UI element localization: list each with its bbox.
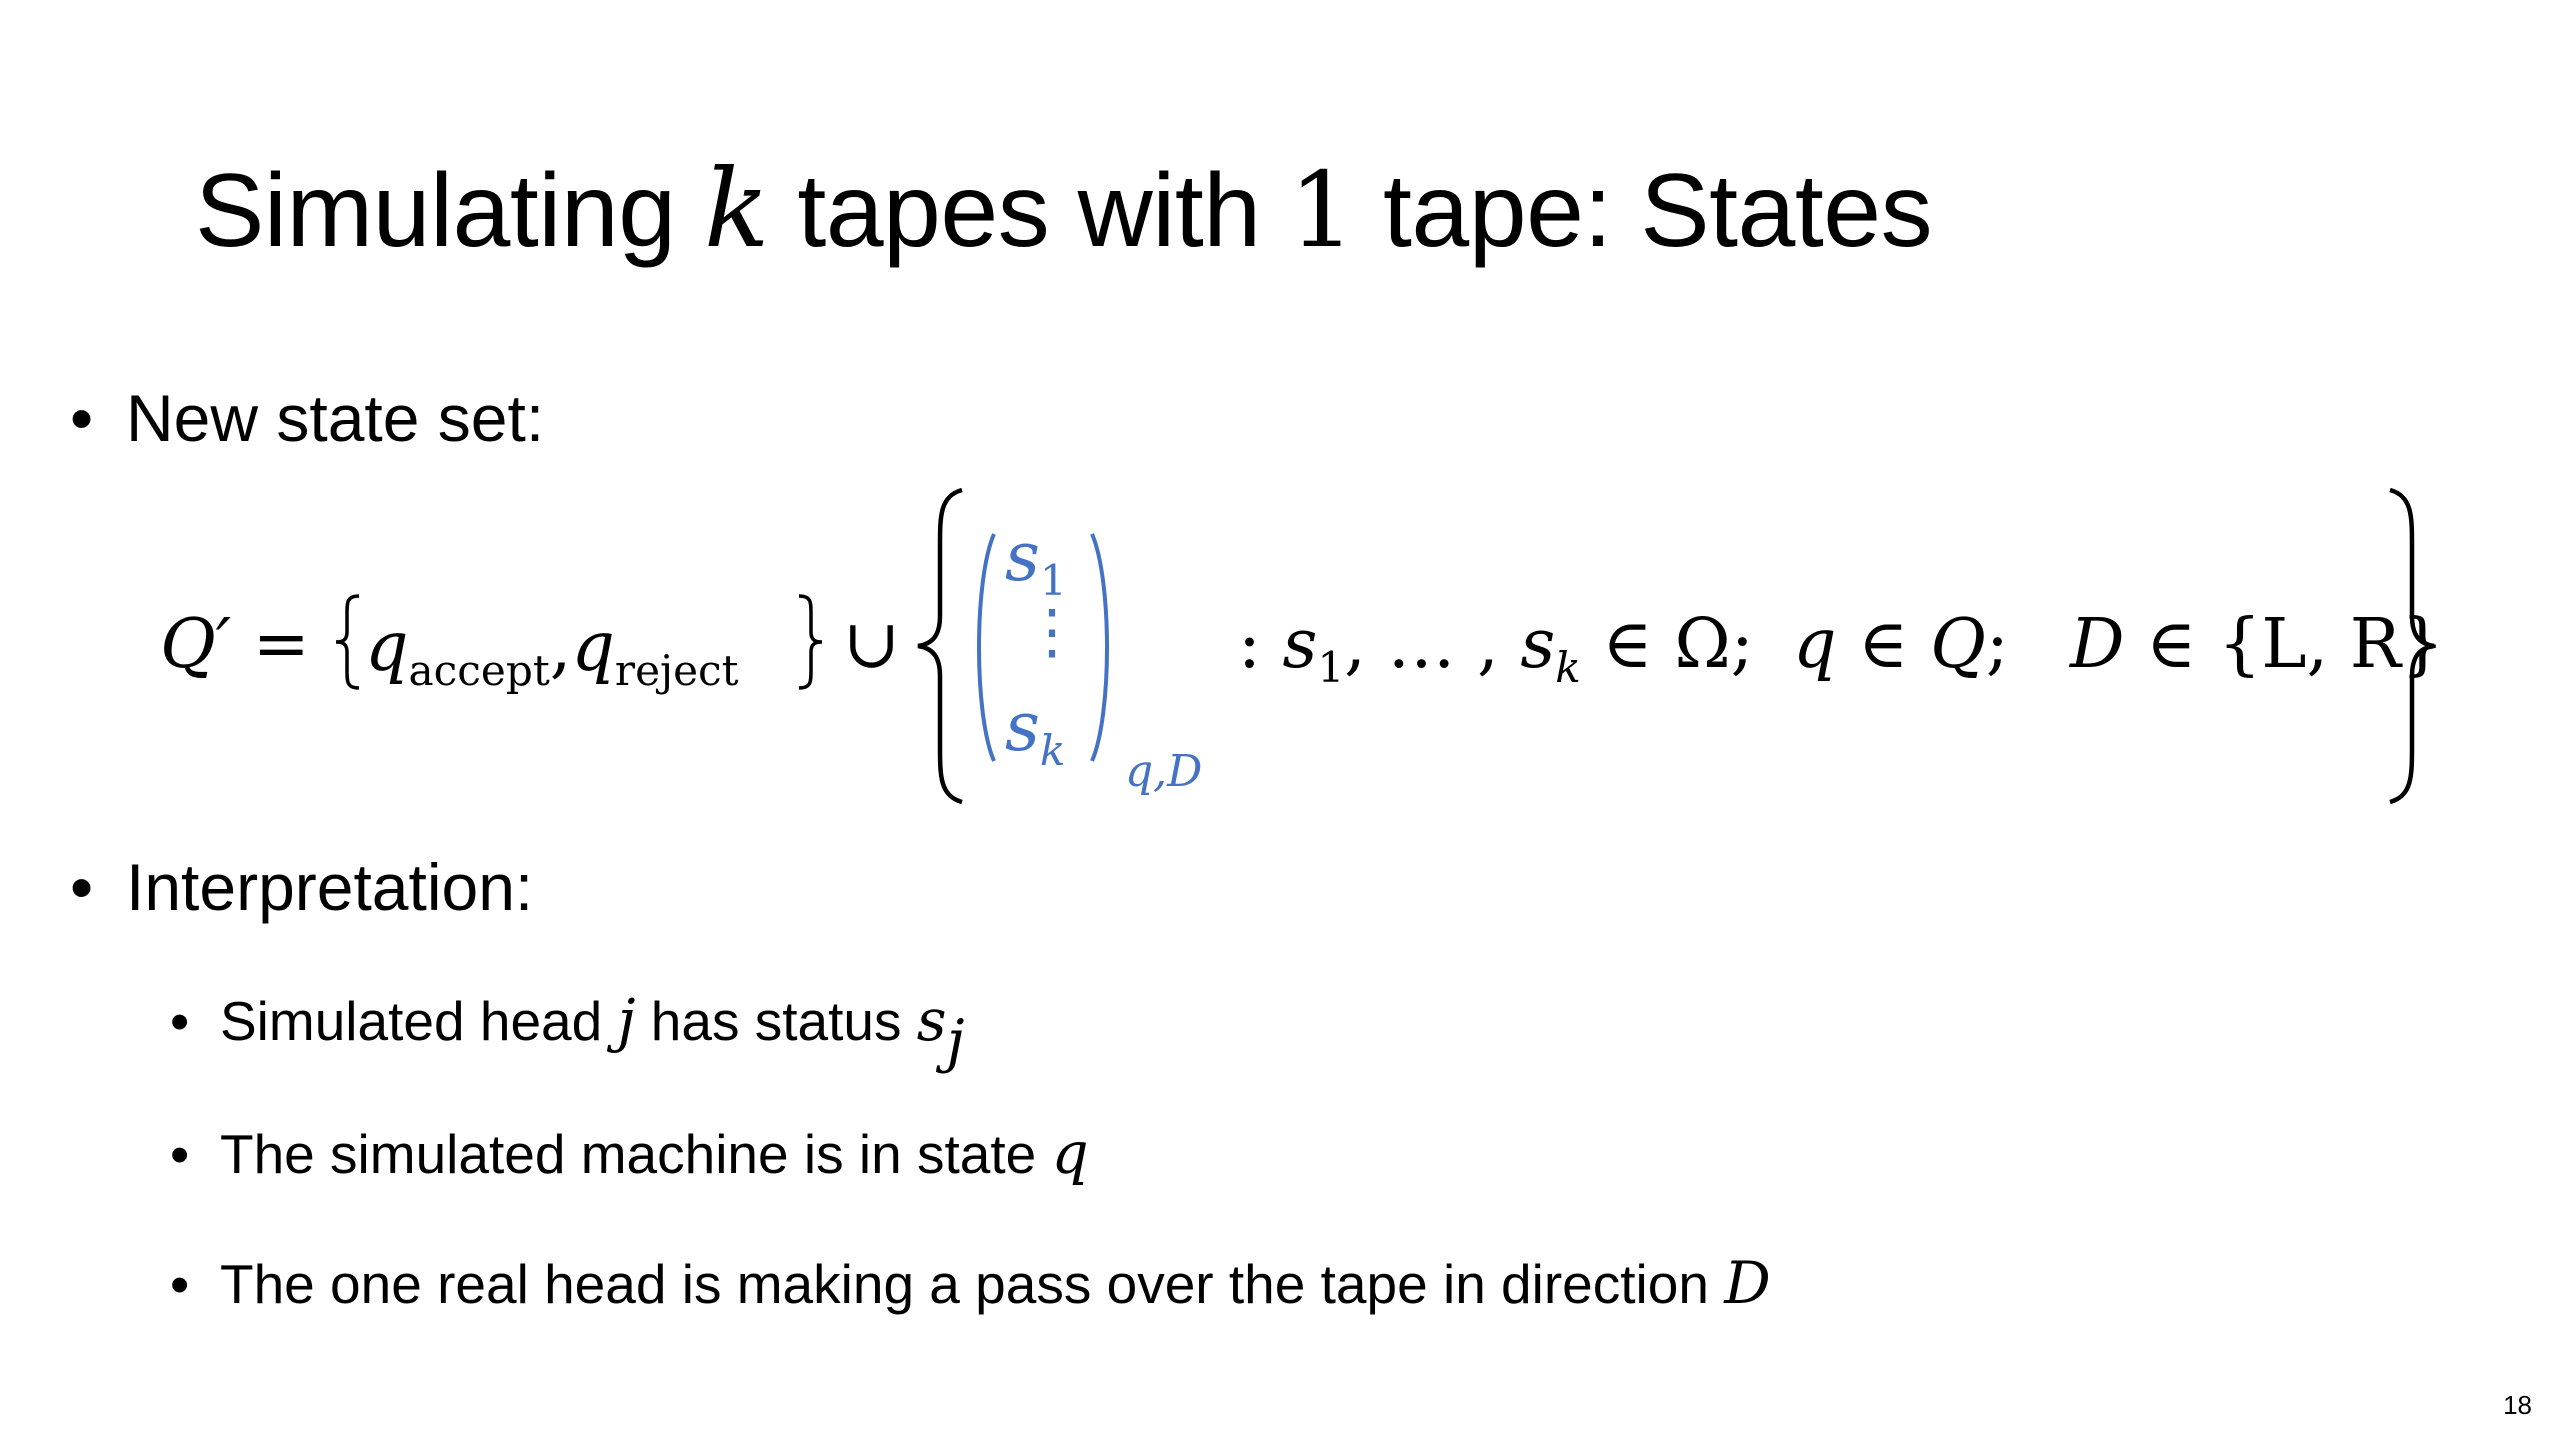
bullet-label: Interpretation: [126, 850, 534, 924]
sub-bullet-text: Simulated head [220, 990, 618, 1052]
sub-bullet-text: The simulated machine is in state [220, 1123, 1052, 1185]
vector-s1: s [1005, 518, 1040, 597]
page-number: 18 [2503, 1390, 2532, 1420]
var-s-sub-j: j [946, 1006, 965, 1075]
sub-bullet-dot: • [170, 1123, 190, 1185]
bullet-dot: • [70, 381, 94, 455]
vector-sk: s [1005, 688, 1040, 767]
title-var-k: k [703, 147, 769, 272]
var-D: D [1724, 1249, 1771, 1317]
formula-condition: : s1, … , sk ∈ Ω; [1238, 605, 1754, 708]
accept-subscript: accept [408, 645, 550, 695]
var-j: j [617, 986, 636, 1054]
var-s: s [916, 986, 947, 1054]
title-text-2: tapes with [768, 153, 1289, 269]
vector-bottom: sk [1005, 688, 1065, 791]
vector-paren-left [977, 533, 996, 762]
q-accept-var: q [365, 608, 409, 687]
reject-subscript: reject [614, 645, 739, 695]
bullet-dot: • [70, 850, 94, 924]
union-glyph: ∪ [843, 605, 900, 684]
cond-q: q [1793, 605, 1837, 684]
vector-s1-sub: 1 [1039, 555, 1067, 605]
qd-label: q,D [1125, 746, 1203, 797]
q-reject-var: q [571, 608, 615, 687]
cond-sk-sub: k [1555, 642, 1581, 692]
formula-accept-reject: qaccept,qreject [365, 608, 739, 711]
sub-bullet-direction: • The one real head is making a pass over… [170, 1248, 1771, 1319]
cond-D: D [2070, 605, 2125, 684]
title-text-1: Simulating [195, 153, 704, 269]
left-brace-large [917, 487, 963, 805]
bullet-interpretation: • Interpretation: [70, 847, 533, 927]
vdots: ⋮ [1022, 597, 1082, 667]
formula-condition-q: q ∈ Q; [1793, 605, 2009, 685]
cond-Q: Q [1930, 605, 1986, 684]
bullet-label: New state set: [126, 381, 545, 455]
formula-lhs: Q′ = [160, 605, 310, 685]
formula-condition-d: D ∈ {L, R} [2070, 605, 2444, 685]
comma: , [549, 608, 572, 687]
vector-paren-right [1090, 533, 1109, 762]
cond-in-lr: ∈ {L, R} [2124, 605, 2445, 684]
vector-subscript-qd: q,D [1125, 732, 1202, 812]
cond-in: ∈ [1836, 605, 1931, 684]
sub-bullet-dot: • [170, 990, 190, 1052]
sub-bullet-head-status: •Simulated head j has status sj [170, 985, 965, 1075]
cond-s1-sub: 1 [1317, 642, 1345, 692]
cond-in-omega: ∈ Ω; [1580, 605, 1754, 684]
title-num-1: 1 [1288, 149, 1355, 271]
sub-bullet-dot: • [170, 1253, 190, 1315]
cond-ellipsis: , … , [1344, 605, 1521, 684]
cond-s1: s [1282, 605, 1318, 684]
slide-title: Simulating k tapes with 1 tape: States [195, 147, 1933, 272]
bullet-new-state-set: • New state set: [70, 378, 544, 458]
left-brace-small [335, 594, 360, 690]
sub-bullet-text-mid: has status [635, 990, 917, 1052]
state-set-formula: Q′ = qaccept,qreject ∪ s1 ⋮ sk q,D : s1,… [0, 470, 2560, 820]
vector-dots: ⋮ [1022, 592, 1082, 672]
union-symbol: ∪ [843, 605, 900, 685]
colon: : [1238, 605, 1261, 684]
right-brace-small [798, 594, 823, 690]
sub-bullet-text: The one real head is making a pass over … [220, 1253, 1725, 1315]
cond-semicolon: ; [1985, 605, 2009, 684]
cond-sk: s [1520, 605, 1556, 684]
title-text-3: tape: States [1354, 153, 1933, 269]
vector-sk-sub: k [1039, 725, 1066, 775]
vector-top: s1 [1005, 518, 1067, 621]
formula-q-prime-eq: Q′ = [160, 605, 310, 684]
right-brace-large [2389, 487, 2435, 805]
sub-bullet-state: • The simulated machine is in state q [170, 1118, 1089, 1189]
var-q: q [1051, 1119, 1089, 1187]
